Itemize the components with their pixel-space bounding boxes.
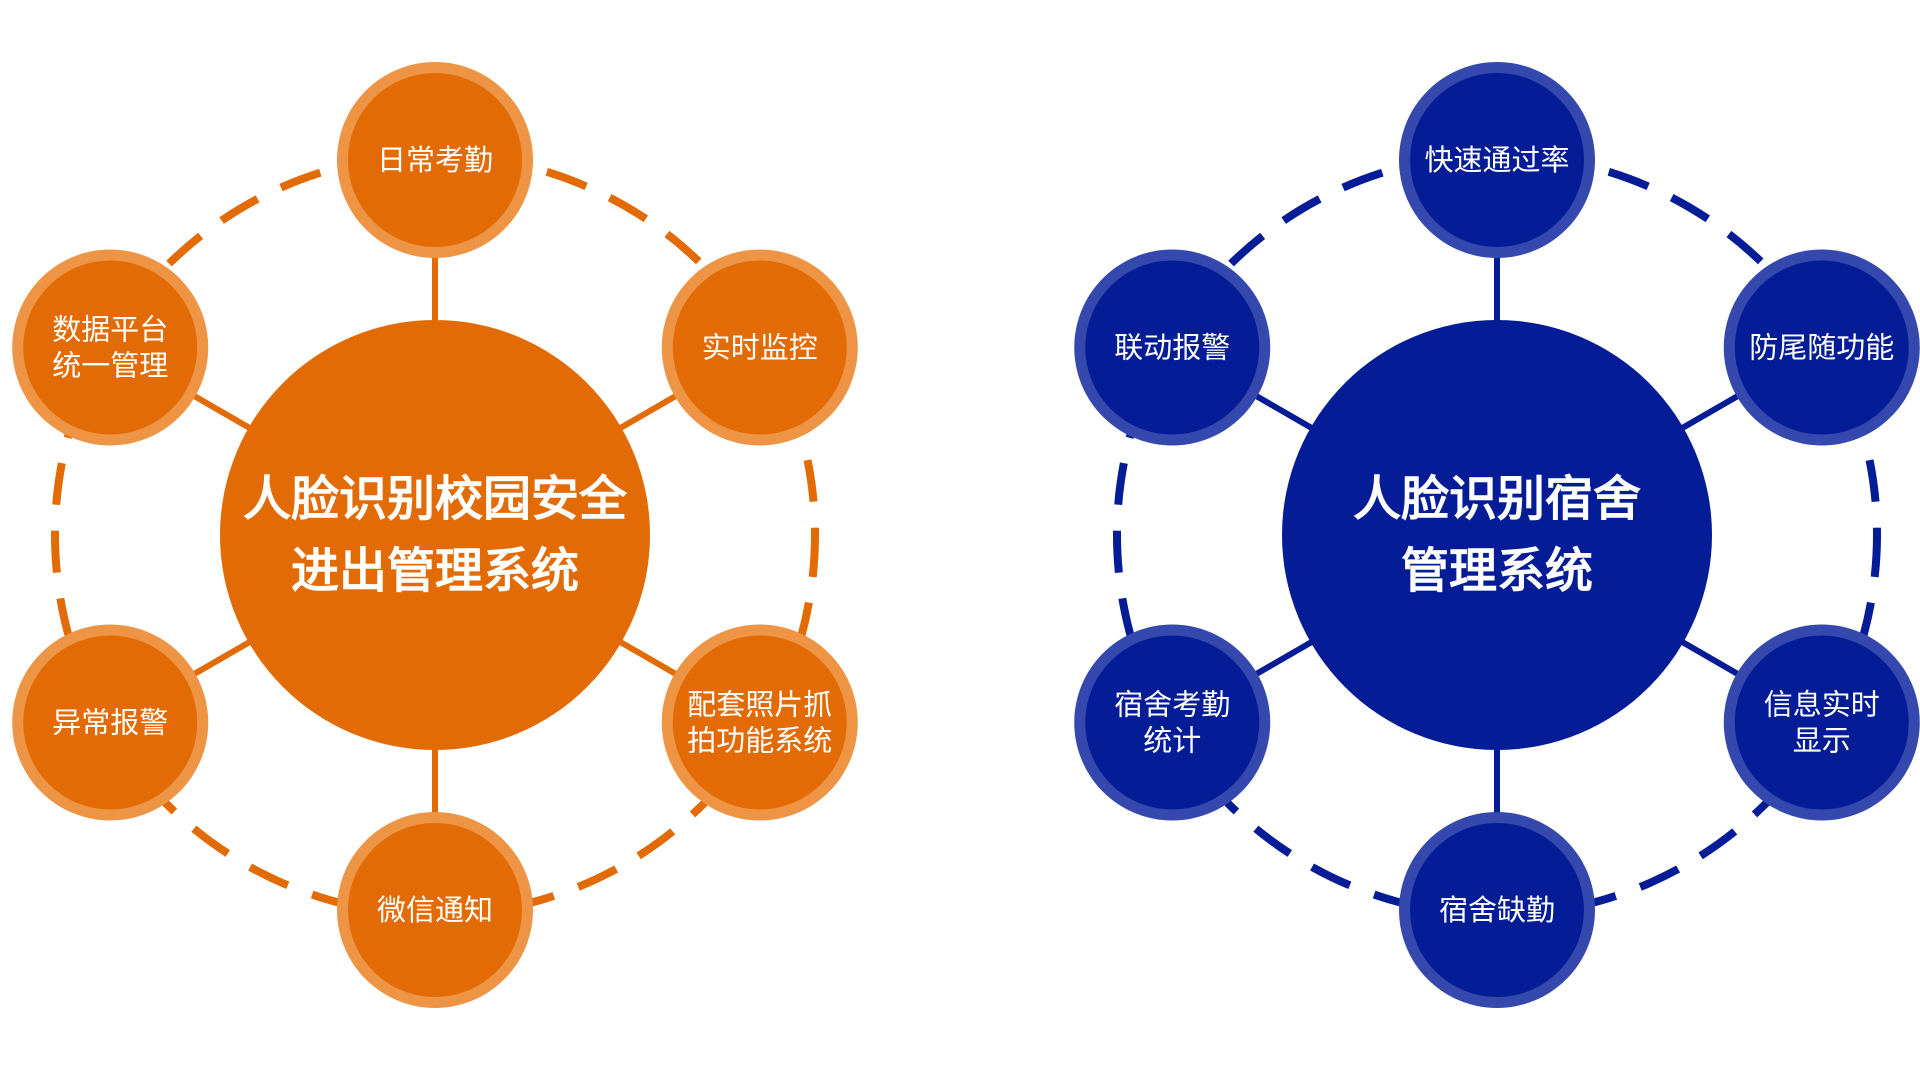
connector-line	[1251, 391, 1317, 433]
feature-node: 联动报警	[1074, 249, 1271, 446]
feature-node-label: 防尾随功能	[1749, 331, 1894, 365]
feature-node-label-line-2: 统一管理	[52, 349, 168, 383]
feature-node-label-line-2: 拍功能系统	[687, 724, 832, 758]
feature-node-core	[1085, 635, 1260, 810]
hub-title-line-1: 人脸识别宿舍	[1353, 471, 1641, 527]
feature-node-label: 快速通过率	[1424, 143, 1569, 177]
feature-node: 异常报警	[12, 624, 209, 821]
feature-node: 快速通过率	[1399, 62, 1595, 258]
feature-node-core	[1734, 635, 1909, 810]
hub-title-line-1: 人脸识别校园安全	[243, 471, 628, 527]
feature-node-core	[672, 260, 847, 435]
hub-title-line-2: 管理系统	[1401, 543, 1593, 599]
feature-node: 日常考勤	[337, 62, 533, 258]
feature-node-label-line-1: 信息实时	[1764, 688, 1880, 722]
feature-node-label-line-1: 数据平台	[52, 313, 168, 347]
central-hub-circle	[1282, 320, 1712, 750]
hub-title-line-2: 进出管理系统	[291, 543, 579, 599]
feature-node: 宿舍缺勤	[1399, 812, 1595, 1008]
feature-node-label: 日常考勤	[377, 143, 493, 177]
feature-node-core	[348, 73, 522, 247]
feature-node-core	[348, 823, 522, 997]
feature-node-core	[23, 635, 198, 810]
feature-node-core	[23, 260, 198, 435]
feature-node-core	[1410, 73, 1584, 247]
feature-node: 微信通知	[337, 812, 533, 1008]
connector-line	[189, 637, 255, 679]
connector-line	[1677, 637, 1743, 679]
connector-line	[615, 391, 681, 433]
feature-node-label: 微信通知	[377, 893, 493, 927]
central-hub-circle	[220, 320, 650, 750]
feature-node-label-line-2: 显示	[1793, 724, 1851, 758]
connector-line	[615, 637, 681, 679]
feature-node-core	[1734, 260, 1909, 435]
feature-node-label: 异常报警	[52, 706, 168, 740]
connector-line	[1677, 391, 1743, 433]
feature-node-label-line-1: 宿舍考勤	[1114, 688, 1230, 722]
feature-node: 防尾随功能	[1723, 249, 1920, 446]
feature-node-core	[1085, 260, 1260, 435]
feature-node-label-line-1: 配套照片抓	[687, 688, 832, 722]
feature-node-label: 联动报警	[1114, 331, 1230, 365]
feature-node-core	[672, 635, 847, 810]
feature-node-core	[1410, 823, 1584, 997]
feature-node-label-line-2: 统计	[1143, 724, 1201, 758]
feature-node: 实时监控	[661, 249, 858, 446]
feature-node-label: 宿舍缺勤	[1439, 893, 1555, 927]
connector-line	[1251, 637, 1317, 679]
feature-node-label: 实时监控	[702, 331, 818, 365]
connector-line	[189, 391, 255, 433]
